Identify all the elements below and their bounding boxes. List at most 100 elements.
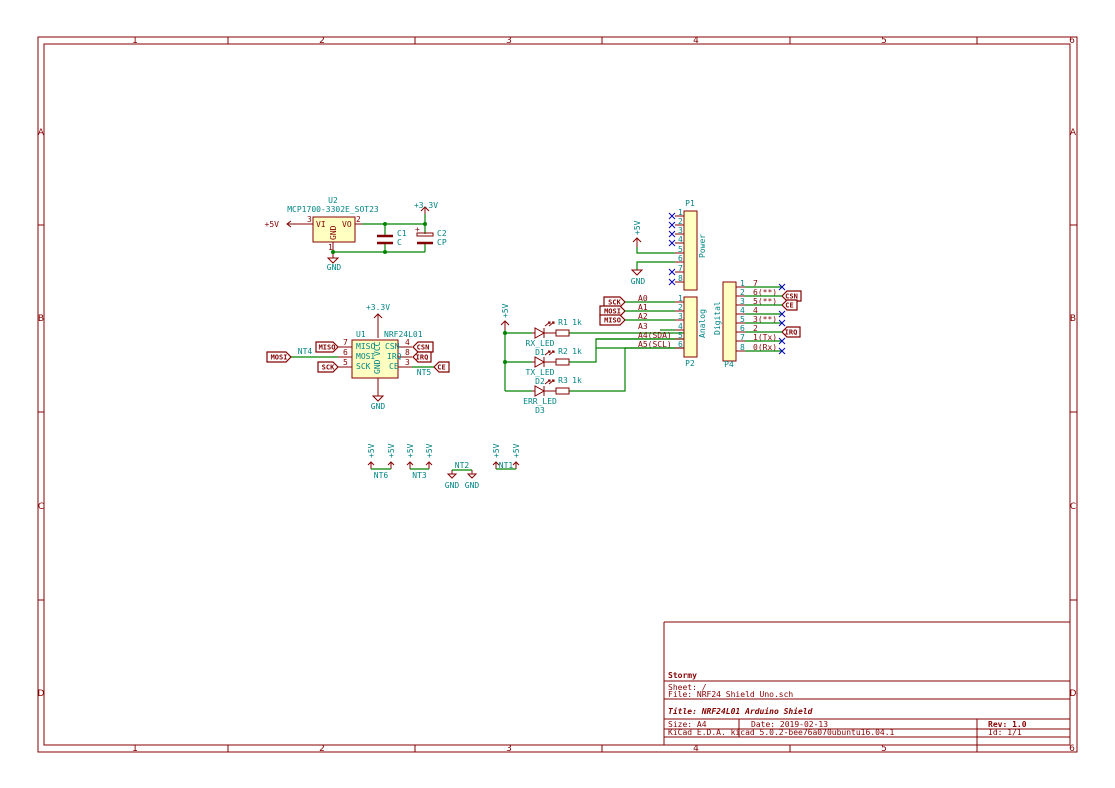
- power-arrow-icon: [425, 461, 433, 469]
- u2-pin2-num: 2: [356, 215, 361, 224]
- light-emission-icon: [544, 350, 555, 356]
- p4-signal: 7: [753, 279, 758, 288]
- column-label: 3: [506, 36, 512, 46]
- connector-p2-analog[interactable]: P2 Analog: [683, 296, 707, 368]
- u2-pin1-num: 1: [328, 243, 333, 252]
- u2-ref: U2: [328, 196, 338, 205]
- global-label[interactable]: CE: [433, 361, 450, 373]
- p1-ref: P1: [685, 199, 695, 208]
- sheet-frame: [37, 36, 1078, 753]
- sheet-path: Sheet: /: [668, 683, 707, 692]
- u2-value: MCP1700-3302E_SOT23: [287, 205, 379, 214]
- gnd-label: GND: [631, 277, 646, 286]
- row-label: D: [38, 689, 45, 699]
- global-label[interactable]: MOSI: [599, 305, 626, 317]
- pin-num: 4: [740, 306, 745, 315]
- u1-pin-vcc: VCC: [373, 341, 382, 356]
- row-label: B: [38, 314, 44, 324]
- resistor-icon: [555, 387, 570, 395]
- net-nt6: NT6: [374, 471, 389, 480]
- connector-p1-power[interactable]: P1 Power: [683, 199, 707, 291]
- gnd-icon: [630, 269, 644, 276]
- gnd-label: GND: [465, 481, 480, 490]
- resistor-ref: R2: [558, 347, 568, 356]
- regulator-u2[interactable]: U2 MCP1700-3302E_SOT23 VI VO GND 3 2 1 +…: [265, 196, 379, 252]
- capacitor-c2[interactable]: + C2 CP: [415, 225, 447, 247]
- label-text: MOSI: [271, 354, 288, 362]
- column-label: 3: [506, 744, 512, 754]
- global-label[interactable]: IRQ: [412, 351, 432, 363]
- global-label[interactable]: SCK: [603, 296, 626, 308]
- no-connect-icon: [778, 347, 786, 355]
- global-label[interactable]: MISO: [315, 341, 339, 353]
- power-arrow-icon: [500, 320, 510, 330]
- file-name: File: NRF24_Shield_Uno.sch: [668, 690, 793, 699]
- u1-pin-gnd: GND: [373, 359, 382, 374]
- p2-signal: A1: [638, 303, 648, 312]
- pin-num: 6: [678, 340, 683, 349]
- pin-num: 2: [678, 217, 683, 226]
- c2-ref: C2: [437, 229, 447, 238]
- gnd-icon: [371, 395, 385, 402]
- pin-num: 3: [678, 226, 683, 235]
- power-5v-label: +5V: [492, 443, 501, 458]
- label-shape: [603, 296, 626, 308]
- no-connect-icon: [778, 319, 786, 327]
- p2-signal: A4(SDA): [638, 331, 672, 340]
- led-icon: [532, 385, 556, 397]
- label-shape: [781, 299, 798, 311]
- connector-p4-digital[interactable]: P4 Digital: [713, 281, 737, 369]
- global-label[interactable]: CE: [781, 299, 798, 311]
- power-5v-label: +5V: [501, 303, 510, 318]
- resistor-icon: [555, 358, 570, 366]
- power-arrow-icon: [492, 461, 500, 469]
- c2-value: CP: [437, 238, 447, 247]
- net-nt4: NT4: [298, 347, 313, 356]
- capacitor-c1[interactable]: C1 C: [377, 229, 407, 247]
- rf-module-u1[interactable]: +3.3V U1 NRF24L01 MISO MOSI SCK CSN IRQ …: [338, 303, 423, 411]
- pin-num: 4: [405, 338, 410, 347]
- global-label[interactable]: MOSI: [266, 351, 292, 363]
- p4-signal: 3(**): [753, 315, 777, 324]
- row-label: B: [1070, 314, 1076, 324]
- u1-ref: U1: [356, 330, 366, 339]
- no-connect-icon: [778, 283, 786, 291]
- gnd-icon: [446, 470, 458, 479]
- row-label: C: [38, 502, 44, 512]
- led-ref: D2: [535, 377, 545, 386]
- global-label[interactable]: MISO: [599, 314, 626, 326]
- pin-num: 2: [740, 288, 745, 297]
- global-label[interactable]: SCK: [317, 361, 339, 373]
- resistor-value: 1k: [572, 318, 582, 327]
- label-text: IRQ: [785, 329, 798, 337]
- label-text: CE: [437, 364, 445, 372]
- global-label[interactable]: IRQ: [781, 326, 801, 338]
- u2-pin3-num: 3: [307, 215, 312, 224]
- no-connect-icon: [668, 230, 676, 238]
- led-icon: [532, 356, 556, 368]
- pin-num: 5: [678, 245, 683, 254]
- pin-num: 1: [740, 279, 745, 288]
- global-label[interactable]: CSN: [412, 341, 434, 353]
- no-connect-icon: [668, 212, 676, 220]
- p2-ref: P2: [685, 359, 695, 368]
- u1-body: [351, 339, 399, 379]
- label-text: MOSI: [604, 308, 621, 316]
- p4-signal: 6(**): [753, 288, 777, 297]
- power-arrow-icon: [406, 461, 414, 469]
- pin-num: 8: [405, 348, 410, 357]
- resistor-ref: R3: [558, 376, 568, 385]
- no-connect-icon: [778, 337, 786, 345]
- power-arrow-icon: [286, 220, 300, 228]
- column-label: 1: [132, 36, 138, 46]
- label-text: SCK: [322, 364, 335, 372]
- column-label: 6: [1069, 744, 1075, 754]
- title-block: Stormy Sheet: / File: NRF24_Shield_Uno.s…: [663, 621, 1070, 745]
- pin-num: 8: [678, 274, 683, 283]
- u2-pin-vi: VI: [316, 220, 326, 229]
- gnd-label: GND: [327, 263, 342, 272]
